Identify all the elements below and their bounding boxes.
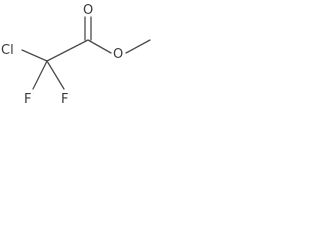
atom-fluorine-right: F — [61, 92, 68, 107]
atom-labels: Cl F F O O — [1, 3, 123, 107]
bond-c-c — [46, 39, 89, 62]
bond-c-f-left — [32, 60, 48, 90]
bond-c-o-ester — [87, 39, 112, 54]
atom-ester-oxygen: O — [113, 47, 123, 62]
atom-chlorine: Cl — [1, 43, 14, 58]
structure-canvas: Cl F F O O — [1, 3, 151, 107]
atom-fluorine-left: F — [24, 92, 31, 107]
bond-c-f-right — [46, 60, 65, 90]
bond-o-methyl — [125, 39, 151, 54]
bonds — [21, 16, 151, 90]
atom-carbonyl-oxygen: O — [83, 3, 93, 18]
bond-c-cl — [21, 49, 48, 62]
